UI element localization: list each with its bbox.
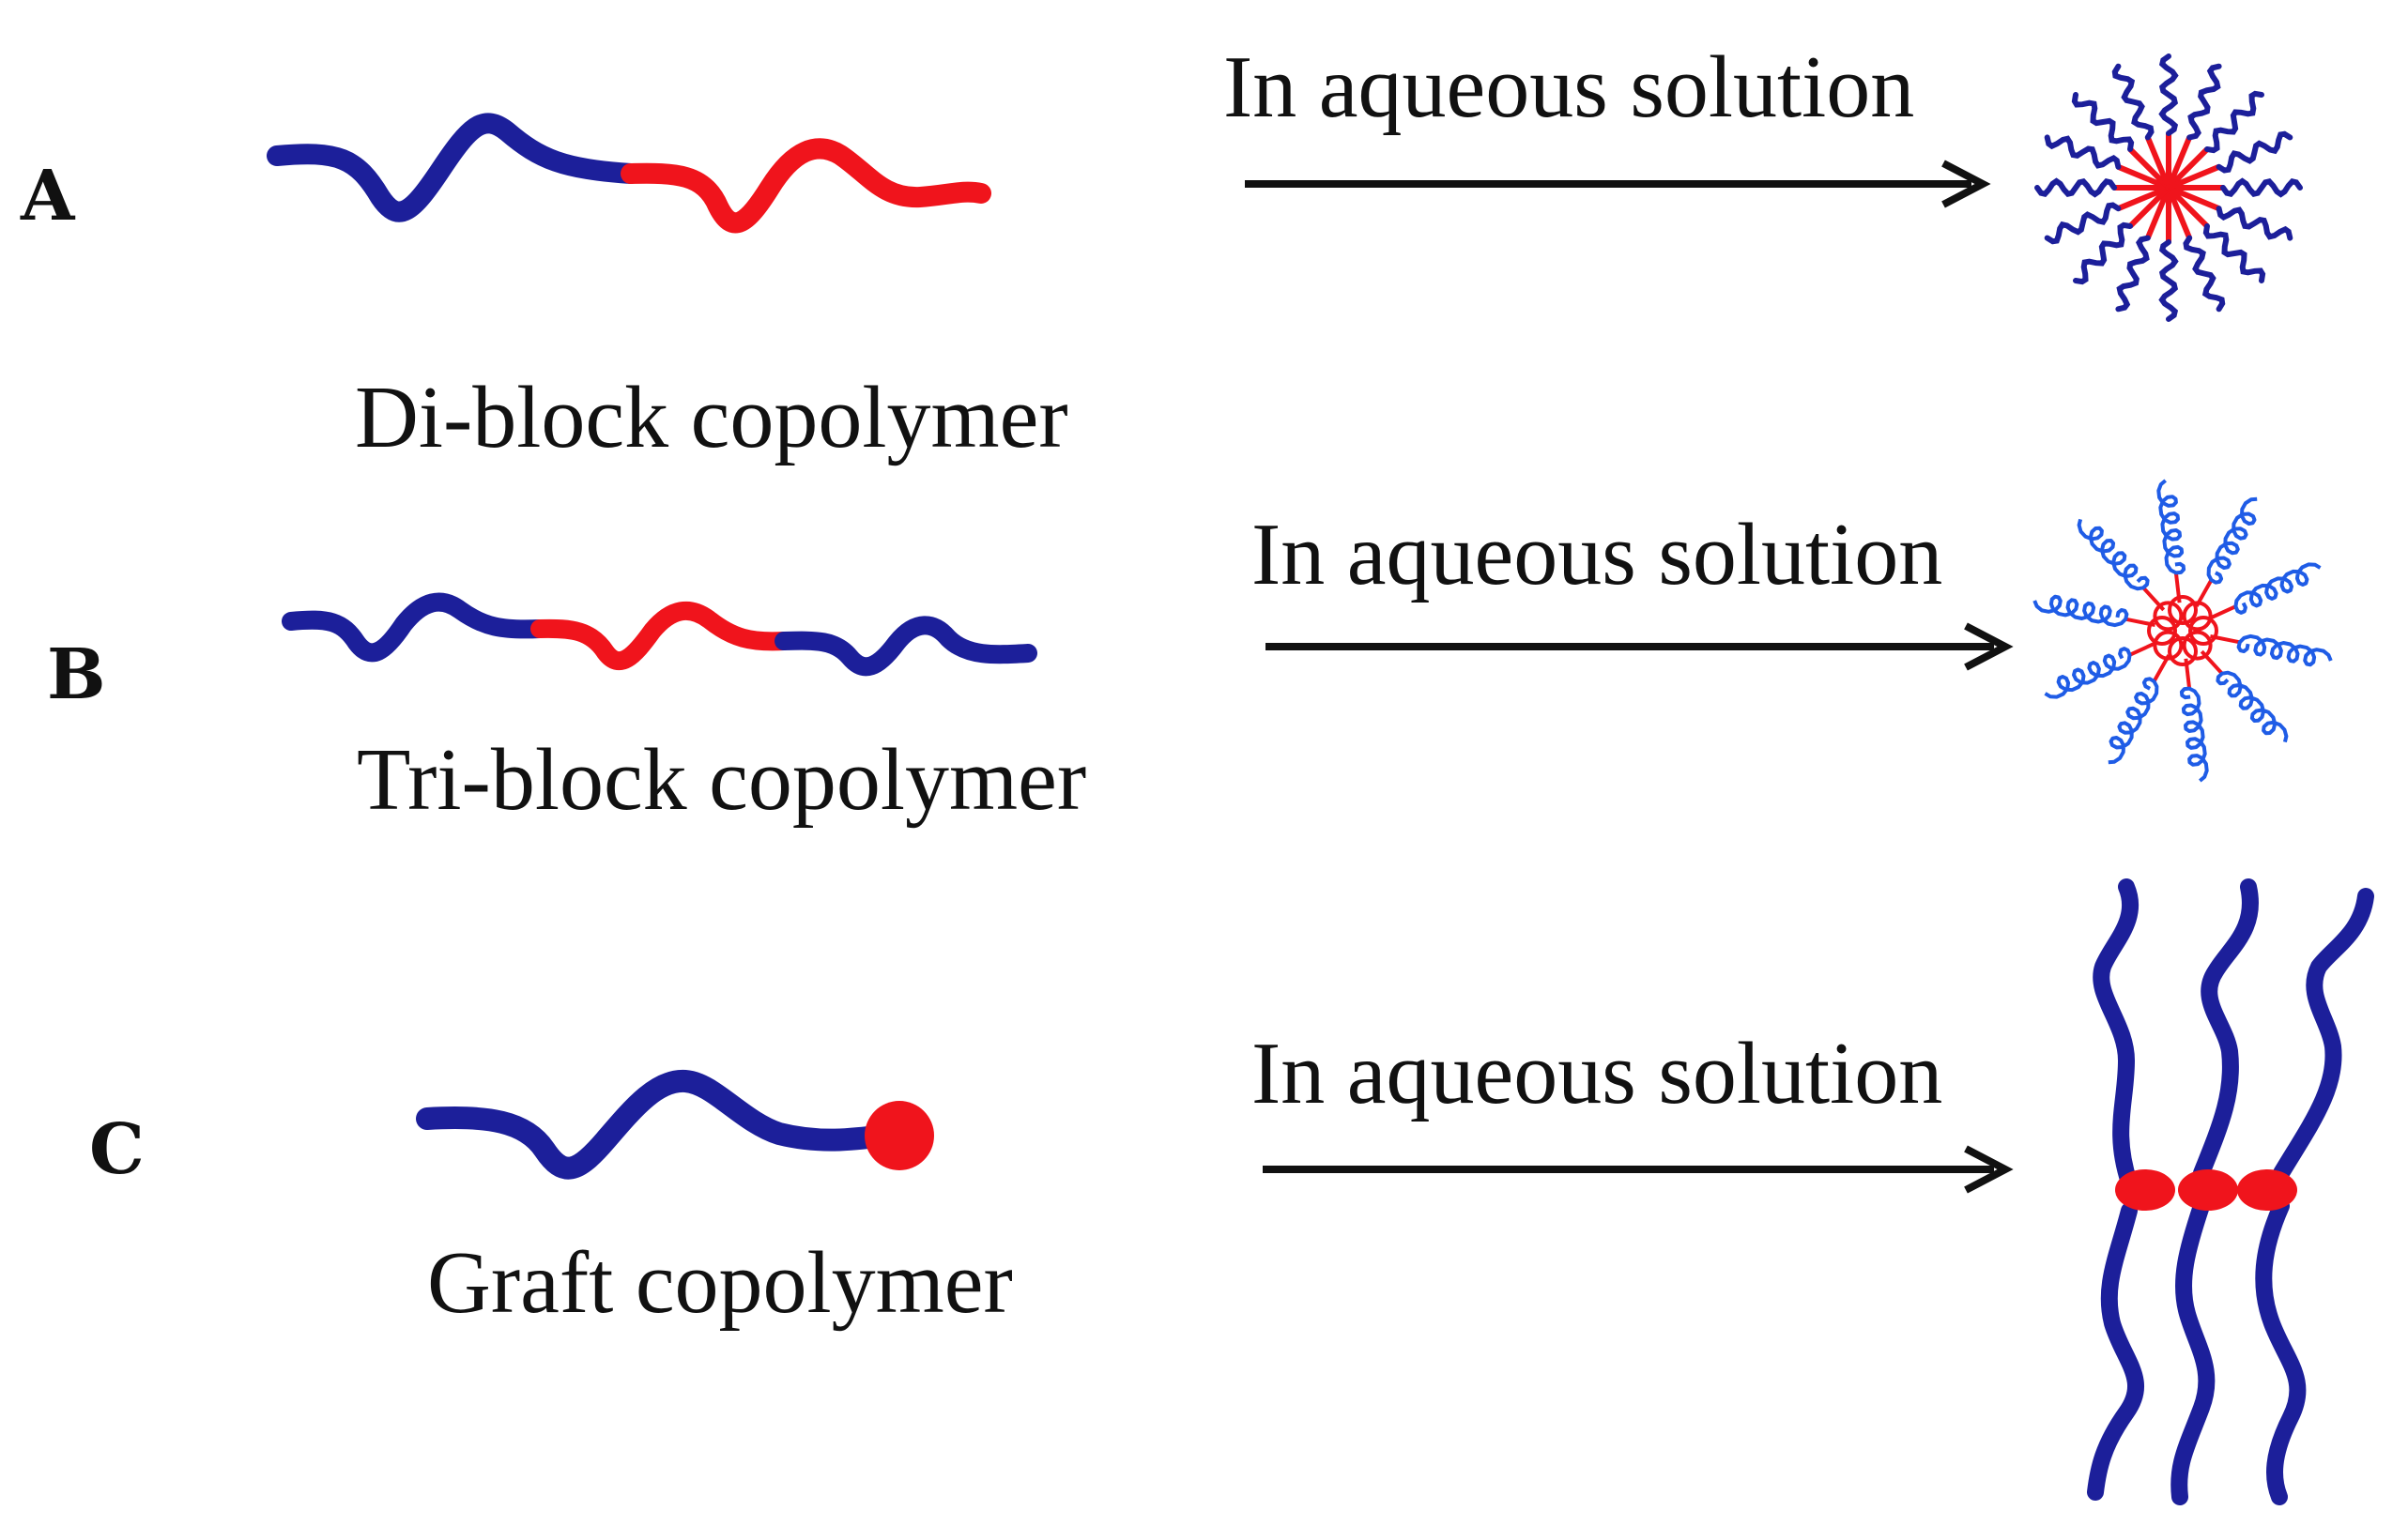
micelle-corona-arm: [2111, 63, 2155, 141]
panel-b: B Tri-block copolymer In aqueous solutio…: [47, 479, 2333, 829]
diblock-copolymer-chain: [267, 113, 991, 234]
micelle-core-arm: [2167, 164, 2220, 191]
graft-core-1: [2115, 1169, 2175, 1211]
caption-b: Tri-block copolymer: [357, 731, 1086, 829]
grafted-chain-assembly-icon: [2087, 878, 2374, 1505]
triblock-copolymer-chain: [282, 592, 1037, 677]
flower-core-arm: [2128, 640, 2158, 657]
star-micelle-icon: [2034, 53, 2303, 322]
panel-c: C Graft copolymer In aqueous solution: [89, 878, 2374, 1505]
hydrophilic-block: [416, 1069, 894, 1180]
flower-core-arm: [2195, 579, 2214, 607]
flower-core-arm: [2141, 586, 2166, 612]
micelle-core-arm: [2127, 185, 2171, 229]
flower-corona-coil: [2206, 496, 2258, 585]
caption-a: Di-block copolymer: [355, 369, 1068, 466]
flower-corona-coil: [2044, 647, 2132, 699]
flower-corona-coil: [2233, 562, 2322, 615]
micelle-corona-arm: [2186, 63, 2222, 141]
graft-core-3: [2237, 1169, 2297, 1211]
micelle-corona-arm: [2115, 235, 2151, 313]
flower-corona-coil: [2179, 686, 2209, 783]
micelle-corona-arm: [2220, 177, 2303, 198]
arrowhead-c-icon: [1964, 1145, 2014, 1194]
hydrophobic-block: [530, 601, 793, 671]
panel-label-b: B: [47, 634, 106, 715]
arrow-b: [1265, 622, 2014, 671]
arrowhead-b-icon: [1964, 622, 2014, 671]
flower-corona-coil: [2108, 677, 2159, 765]
micelle-corona-arm: [2158, 53, 2179, 136]
micelle-corona-arm: [2204, 90, 2264, 154]
micelle-core-arm: [2166, 136, 2192, 190]
micelle-core-arm: [2167, 185, 2220, 211]
micelle-core-arm: [2117, 164, 2170, 191]
micelle-core-arm: [2166, 186, 2192, 239]
micelle-core-arm: [2166, 146, 2210, 191]
flower-corona-coil: [2236, 633, 2333, 667]
micelle-core-arm: [2166, 185, 2210, 229]
micelle-corona-arm: [2044, 202, 2122, 245]
graft-strand-3-lower: [2255, 1198, 2307, 1505]
hydrophilic-block: [267, 113, 641, 222]
micelle-corona-arm: [2202, 223, 2266, 283]
hydrophilic-block-left: [282, 592, 549, 663]
micelle-core-arm: [2127, 146, 2171, 191]
micelle-corona-arm: [2216, 206, 2293, 241]
micelle-corona-arm: [2073, 221, 2133, 285]
panel-label-c: C: [89, 1109, 145, 1190]
micelle-core-arm: [2117, 185, 2170, 211]
micelle-corona-arm: [2158, 239, 2179, 322]
hydrophobic-block: [621, 138, 991, 234]
flower-micelle-icon: [2032, 479, 2333, 783]
arrow-text-c: In aqueous solution: [1251, 1025, 1942, 1122]
flower-core-arm: [2152, 654, 2170, 682]
flower-corona-coil: [2032, 594, 2129, 628]
micelle-corona-arm: [2071, 92, 2135, 152]
micelle-corona-arm: [2216, 130, 2293, 174]
graft-strand-3-upper: [2273, 888, 2374, 1182]
flower-core-arm: [2200, 649, 2224, 676]
panel-label-a: A: [20, 156, 76, 237]
arrow-text-b: In aqueous solution: [1251, 506, 1942, 603]
hydrophilic-block-right: [775, 616, 1037, 677]
micelle-corona-arm: [2034, 177, 2117, 198]
flower-core-arm: [2184, 658, 2192, 689]
micelle-core-arm: [2145, 136, 2171, 190]
graft-copolymer-chain: [416, 1069, 934, 1180]
micelle-core-arm: [2145, 186, 2171, 239]
micelle-corona-arm: [2183, 235, 2226, 313]
graft-strand-2-lower: [2170, 1198, 2216, 1505]
flower-corona-coil: [2077, 518, 2150, 591]
arrow-text-a: In aqueous solution: [1223, 38, 1914, 136]
caption-c: Graft copolymer: [427, 1234, 1013, 1332]
flower-core-arm: [2207, 604, 2237, 621]
graft-strand-1-lower: [2087, 1202, 2145, 1501]
flower-core-arm: [2124, 617, 2155, 627]
flower-core-arm: [2210, 634, 2241, 645]
flower-corona-coil: [2216, 670, 2289, 743]
flower-corona-coil: [2156, 479, 2186, 575]
graft-strand-1-upper: [2093, 878, 2140, 1191]
graft-core-2: [2178, 1169, 2238, 1211]
micelle-corona-arm: [2044, 134, 2122, 170]
panel-a: A Di-block copolymer In aqueous solution: [20, 38, 2303, 466]
graft-strand-2-upper: [2193, 878, 2259, 1182]
hydrophobic-end-group: [865, 1101, 934, 1170]
flower-core-arm: [2173, 572, 2182, 603]
arrowhead-a-icon: [1941, 160, 1991, 208]
arrow-c: [1263, 1145, 2014, 1194]
arrow-a: [1245, 160, 1991, 208]
